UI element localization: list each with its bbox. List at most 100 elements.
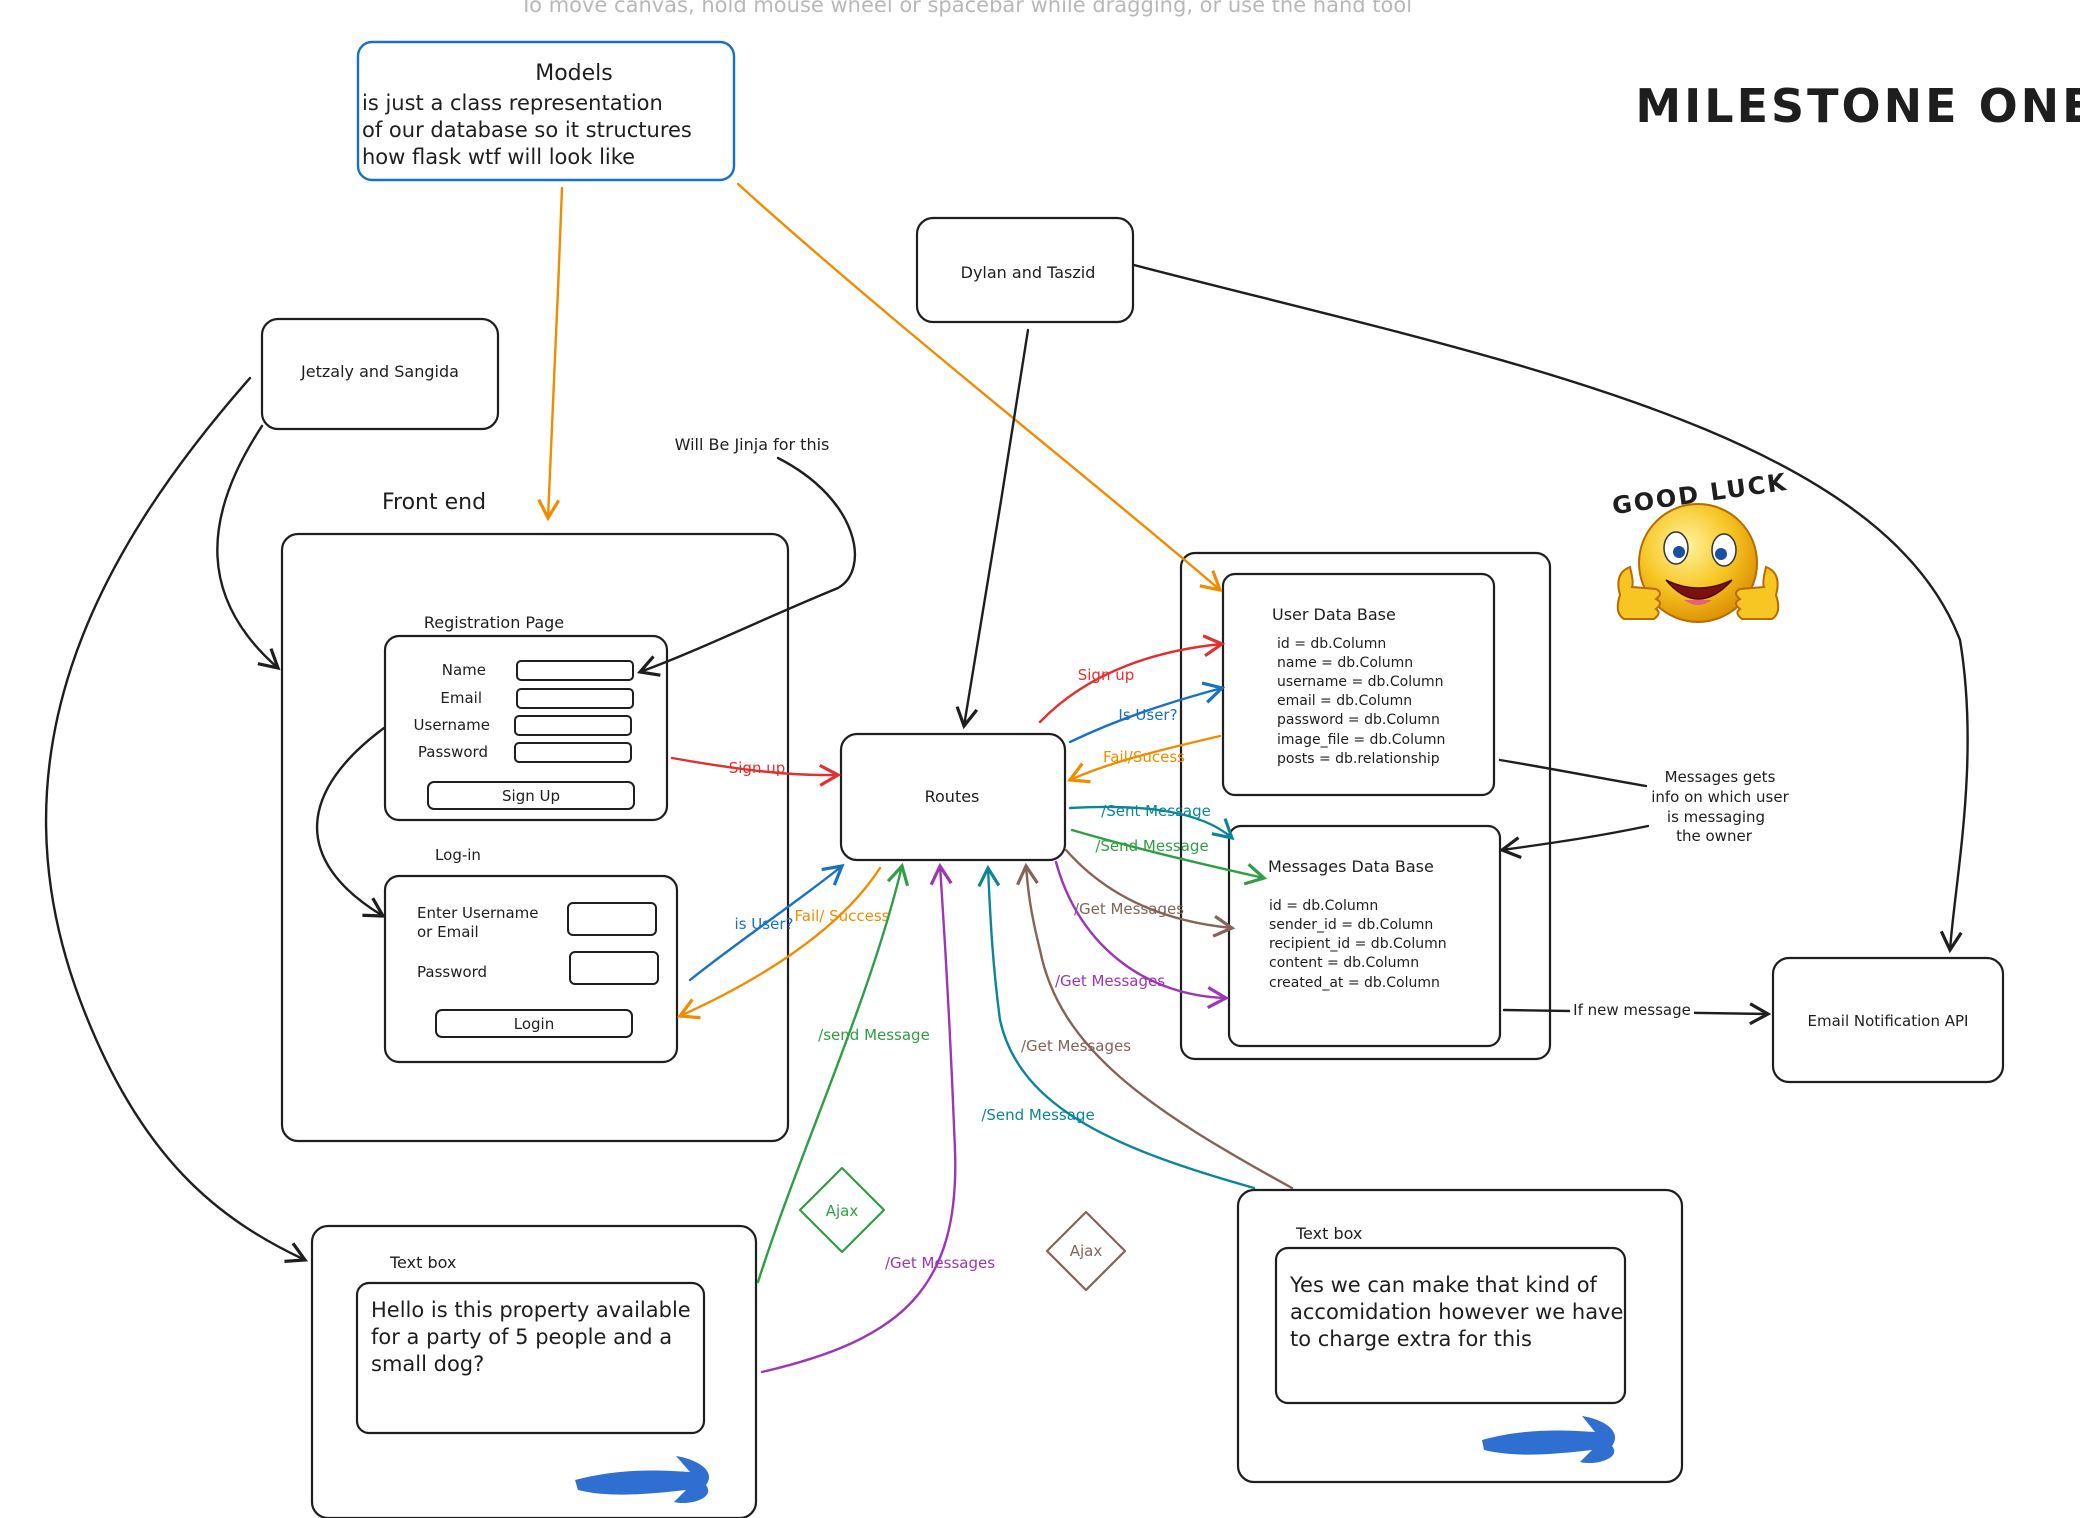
user-db-field: name = db.Column: [1277, 655, 1413, 671]
connector-get-messages-2: [1054, 860, 1230, 1009]
messages-note-line: the owner: [1676, 827, 1753, 845]
milestone-title: MILESTONE ONE: [1635, 79, 2080, 133]
textbox-right-title: Text box: [1295, 1224, 1362, 1243]
connector-signup-left: [670, 756, 842, 787]
sign-up-button[interactable]: Sign Up: [427, 781, 635, 810]
connector-failsuccess-left: [676, 866, 882, 1020]
send-arrow-icon[interactable]: [1482, 1416, 1616, 1464]
models-note-line: how flask wtf will look like: [362, 145, 635, 169]
textbox-left-container: [310, 1224, 758, 1518]
connector-backend-routes: [955, 328, 1030, 730]
connector-frontendteam-frontend: [216, 424, 281, 671]
user-db-field: email = db.Column: [1277, 693, 1412, 709]
connector-models-frontend: [537, 186, 564, 522]
textbox-left-input[interactable]: Hello is this property available for a p…: [355, 1281, 706, 1435]
connector-get-messages-brown: [1016, 862, 1294, 1190]
connector-frontendteam-textbox: [44, 376, 308, 1263]
messages-db-title: Messages Data Base: [1268, 857, 1434, 876]
connector-signup-right: [1038, 634, 1226, 724]
routes-box[interactable]: Routes: [839, 732, 1067, 862]
edge-label-bg: [1570, 998, 1694, 1020]
connector-registration-login: [315, 726, 386, 918]
password-label: Password: [418, 743, 488, 761]
textbox-right-line: Yes we can make that kind of: [1289, 1273, 1598, 1297]
jinja-note: Will Be Jinja for this: [675, 435, 830, 454]
login-password-field[interactable]: [569, 951, 659, 985]
edge-label-isuser-left: is User?: [735, 915, 794, 933]
login-button[interactable]: Login: [435, 1009, 633, 1038]
edge-label-send-message-right: /Send Message: [1095, 837, 1208, 855]
connector-send-message-right: [1070, 828, 1268, 886]
ajax-diamond-brown: Ajax: [1045, 1210, 1127, 1292]
connector-note-messagesdb: [1498, 824, 1650, 859]
backend-team-box[interactable]: Dylan and Taszid: [915, 216, 1135, 324]
messages-note-line: Messages gets: [1665, 768, 1776, 786]
user-db-field: username = db.Column: [1277, 674, 1443, 690]
routes-label: Routes: [925, 787, 980, 806]
email-api-box[interactable]: Email Notification API: [1771, 956, 2005, 1084]
edge-label-failsuccess-left: Fail/ Success: [795, 907, 890, 925]
frontend-title: Front end: [382, 490, 486, 515]
login-button-label: Login: [514, 1015, 554, 1033]
models-note-line: of our database so it structures: [362, 118, 692, 142]
textbox-left-line: for a party of 5 people and a: [371, 1325, 672, 1349]
send-arrow-icon[interactable]: [575, 1456, 710, 1504]
messages-note-line: is messaging: [1667, 808, 1765, 826]
good-luck-sticker: GOOD LUCK: [1610, 468, 1790, 623]
messages-db-field: sender_id = db.Column: [1269, 917, 1433, 933]
email-label: Email: [440, 689, 482, 707]
login-password-label: Password: [417, 963, 487, 981]
connector-get-messages-purple: [760, 862, 957, 1374]
login-username-label: Enter Username: [417, 904, 539, 922]
frontend-team-box[interactable]: Jetzaly and Sangida: [260, 317, 500, 431]
edge-label-send-message-teal: /Send Message: [981, 1106, 1094, 1124]
login-username-label-2: or Email: [417, 923, 479, 941]
edge-label-get-messages-purple: /Get Messages: [885, 1254, 995, 1272]
frontend-container: [280, 532, 790, 1143]
textbox-left-line: small dog?: [371, 1352, 484, 1376]
name-label: Name: [442, 661, 486, 679]
edge-label-get-messages-2: /Get Messages: [1055, 972, 1165, 990]
edge-label-signup-left: Sign up: [729, 759, 786, 777]
messages-note-line: info on which user: [1651, 788, 1789, 806]
connector-isuser-left: [688, 863, 845, 982]
textbox-right-line: accomidation however we have: [1290, 1300, 1623, 1324]
textbox-right-input[interactable]: Yes we can make that kind of accomidatio…: [1274, 1246, 1627, 1405]
login-title: Log-in: [435, 846, 481, 864]
username-field[interactable]: [514, 715, 632, 736]
messages-db-fields: id = db.Column sender_id = db.Column rec…: [1269, 898, 1447, 991]
name-field[interactable]: [516, 660, 634, 681]
connector-jinja-registration: [636, 456, 857, 677]
password-field[interactable]: [514, 742, 632, 763]
database-container: [1179, 551, 1552, 1061]
edge-label-signup-right: Sign up: [1078, 666, 1135, 684]
ajax-label: Ajax: [826, 1202, 859, 1220]
models-note-line: is just a class representation: [362, 91, 663, 115]
user-db-field: posts = db.relationship: [1277, 751, 1440, 767]
user-db-field: id = db.Column: [1277, 636, 1386, 652]
sign-up-button-label: Sign Up: [502, 787, 560, 805]
connector-send-message-teal: [977, 864, 1256, 1190]
connector-sent-message: [1068, 805, 1235, 841]
textbox-right-container: [1236, 1188, 1684, 1484]
email-api-label: Email Notification API: [1808, 1012, 1969, 1030]
user-db-title: User Data Base: [1272, 605, 1396, 624]
username-label: Username: [414, 716, 490, 734]
connector-isuser-right: [1068, 681, 1226, 744]
textbox-right-line: to charge extra for this: [1290, 1327, 1532, 1351]
backend-team-label: Dylan and Taszid: [961, 263, 1096, 282]
login-form: [383, 874, 679, 1064]
messages-db-field: content = db.Column: [1269, 955, 1419, 971]
email-field[interactable]: [516, 688, 634, 709]
messages-db-field: recipient_id = db.Column: [1269, 936, 1447, 952]
login-username-field[interactable]: [567, 902, 657, 936]
edge-label-send-message-green: /send Message: [818, 1026, 930, 1044]
connector-send-message-green: [756, 862, 910, 1284]
user-db-field: password = db.Column: [1277, 712, 1440, 728]
messages-note: Messages gets info on which user is mess…: [1651, 768, 1789, 845]
edge-label-isuser-right: Is User?: [1118, 706, 1177, 724]
models-note[interactable]: Models is just a class representation of…: [356, 40, 736, 182]
connector-get-messages-1: [1064, 848, 1236, 938]
models-note-title: Models: [535, 61, 613, 86]
